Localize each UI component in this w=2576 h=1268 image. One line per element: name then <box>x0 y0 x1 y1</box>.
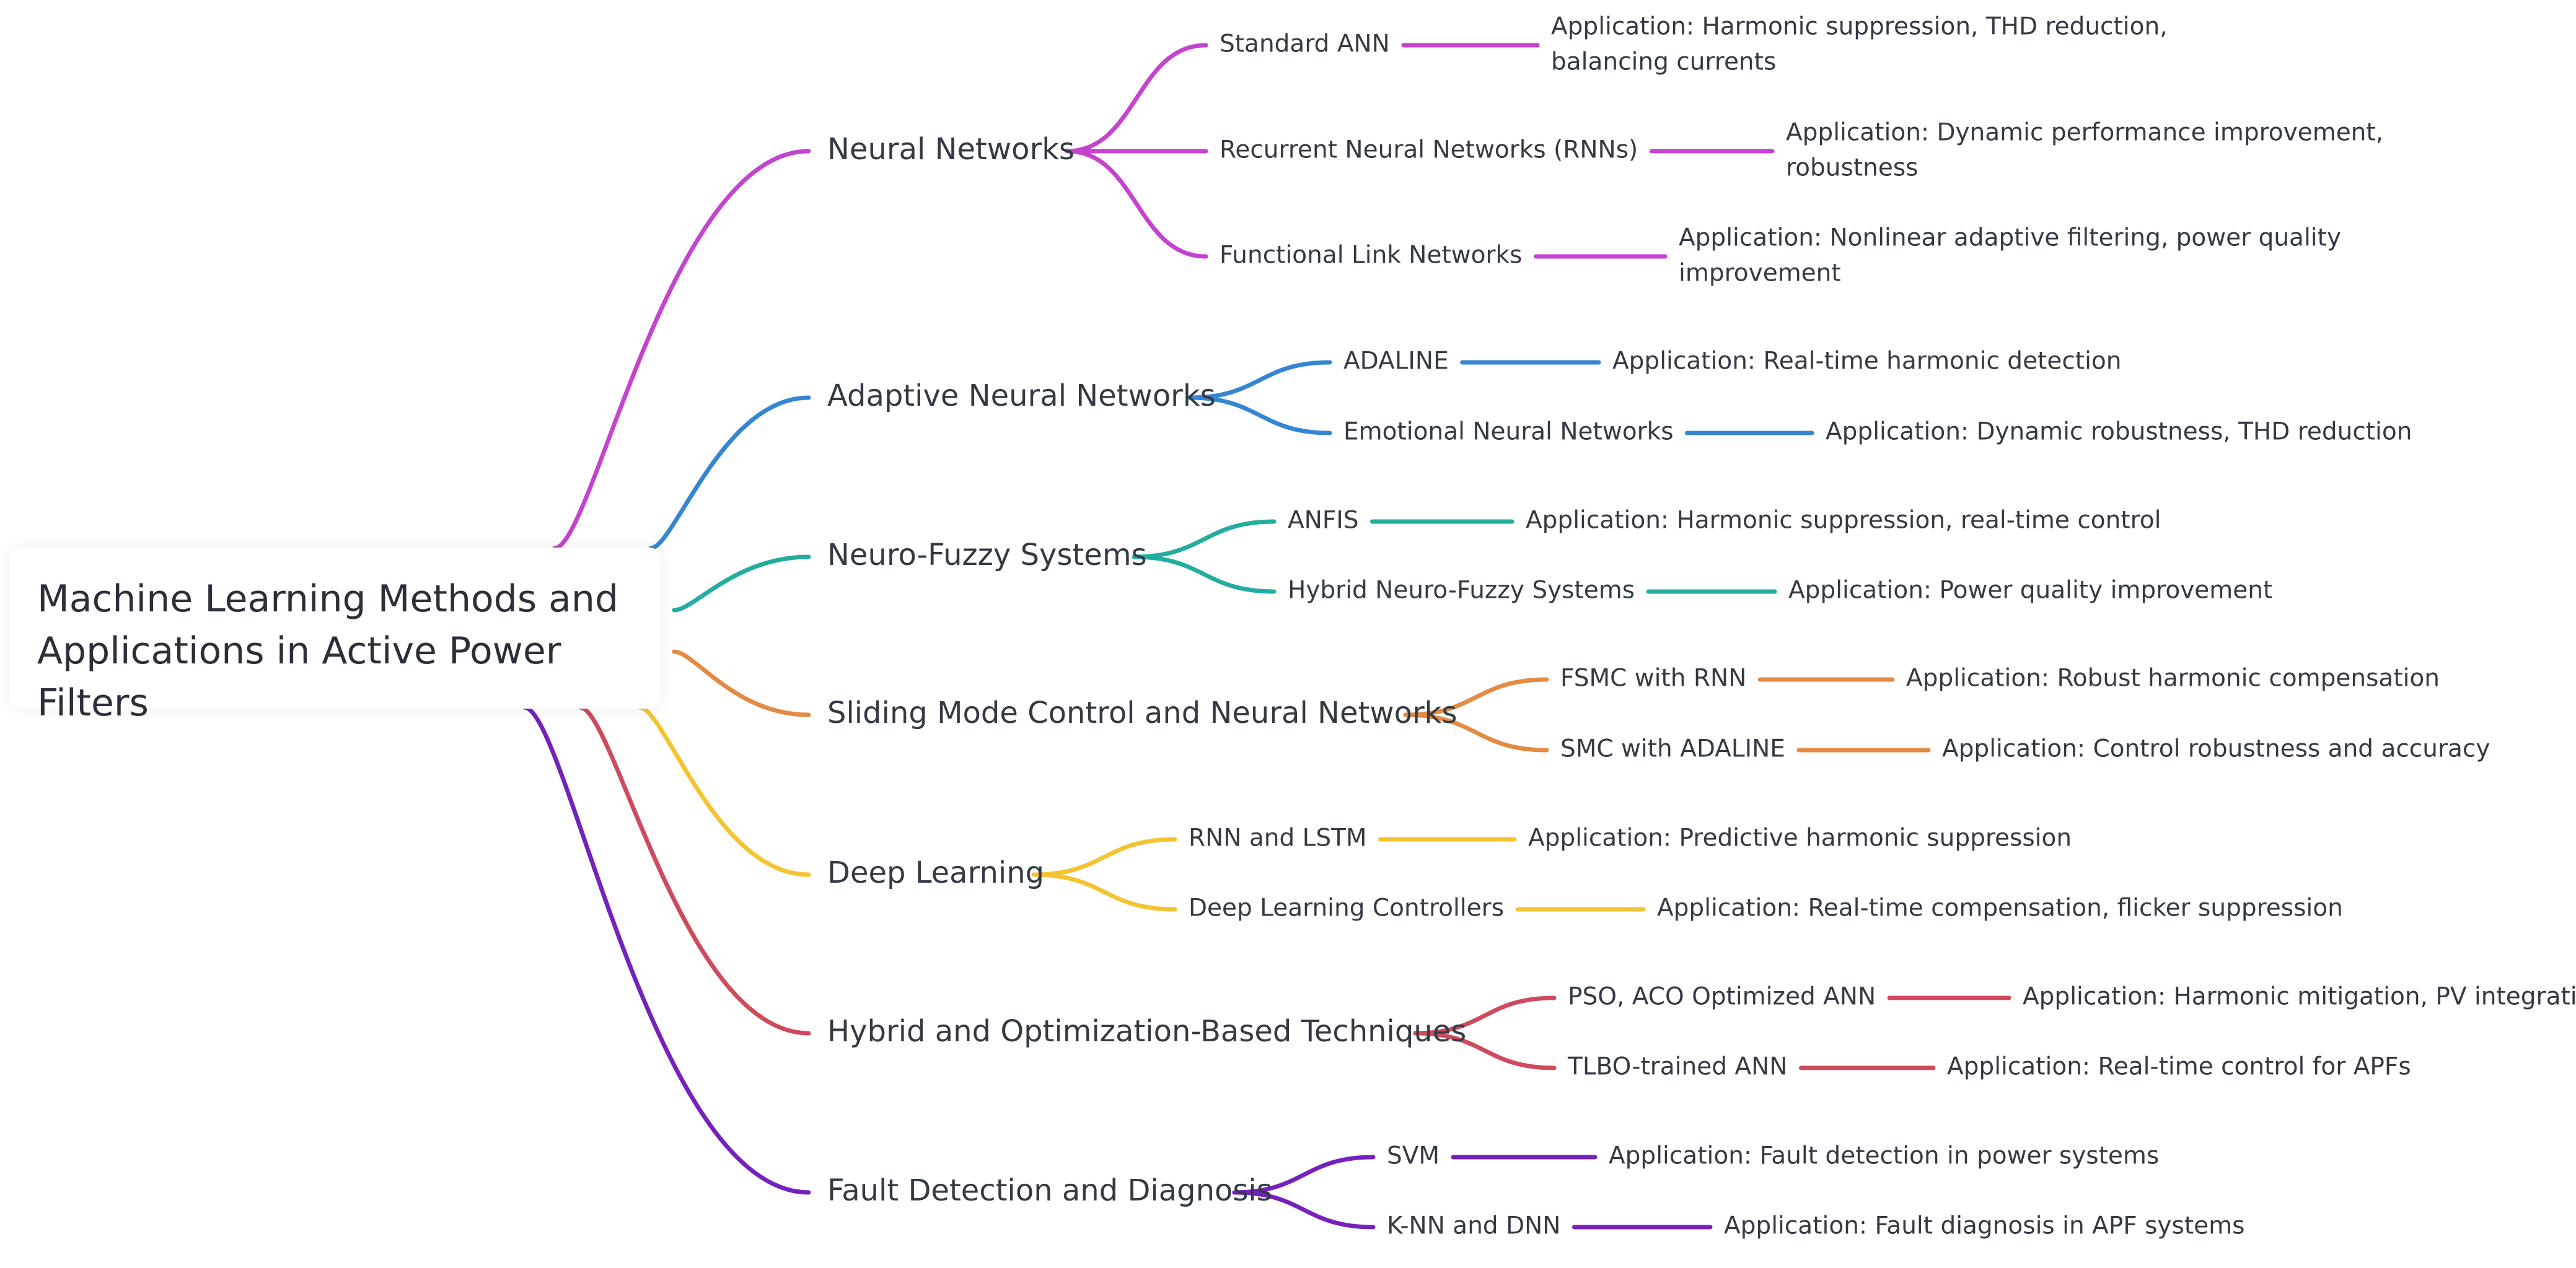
application-text: Application: Predictive harmonic suppres… <box>1528 824 2072 852</box>
application-text: Application: Real-time control for APFs <box>1947 1053 2411 1081</box>
application-text: Application: Robust harmonic compensatio… <box>1906 665 2440 693</box>
application-text: improvement <box>1679 260 1841 287</box>
child-label: Standard ANN <box>1220 30 1390 58</box>
application-text: Application: Harmonic suppression, THD r… <box>1551 13 2168 41</box>
branch-connector <box>578 705 811 1036</box>
child-connector <box>1065 43 1208 154</box>
child-connector <box>1132 519 1277 559</box>
child-label: FSMC with RNN <box>1560 665 1746 693</box>
branch-connector <box>672 554 811 613</box>
child-connector <box>1413 1031 1557 1070</box>
application-text: Application: Real-time compensation, fli… <box>1657 894 2343 922</box>
branch-connector <box>648 395 811 551</box>
branch-label: Adaptive Neural Networks <box>827 378 1216 413</box>
branch-label: Neural Networks <box>827 132 1075 167</box>
child-label: Deep Learning Controllers <box>1189 894 1504 922</box>
child-label: ANFIS <box>1288 507 1359 535</box>
child-connector <box>1031 837 1177 877</box>
root-title-line-1: Machine Learning Methods and <box>37 577 619 621</box>
branch-connector <box>522 705 811 1195</box>
child-connector <box>1232 1155 1376 1195</box>
application-text: Application: Dynamic robustness, THD red… <box>1826 418 2412 446</box>
application-text: Application: Dynamic performance improve… <box>1786 119 2383 147</box>
application-text: Application: Real-time harmonic detectio… <box>1612 348 2122 375</box>
child-label: Recurrent Neural Networks (RNNs) <box>1220 136 1638 164</box>
branch-label: Hybrid and Optimization-Based Techniques <box>827 1014 1466 1049</box>
child-connector <box>1065 149 1208 259</box>
application-text: Application: Nonlinear adaptive filterin… <box>1679 224 2341 252</box>
child-label: RNN and LSTM <box>1189 824 1367 852</box>
child-connector <box>1232 1190 1376 1230</box>
mind-map-connectors <box>522 43 2011 1230</box>
child-label: ADALINE <box>1343 348 1449 375</box>
child-label: PSO, ACO Optimized ANN <box>1568 983 1876 1011</box>
application-text: balancing currents <box>1551 48 1776 76</box>
child-label: Functional Link Networks <box>1220 242 1522 269</box>
child-label: Hybrid Neuro-Fuzzy Systems <box>1288 577 1635 605</box>
branch-label: Deep Learning <box>827 855 1044 890</box>
child-connector <box>1413 995 1557 1036</box>
child-label: SVM <box>1387 1142 1440 1170</box>
root-title: Machine Learning Methods and Application… <box>37 573 657 729</box>
child-label: K-NN and DNN <box>1387 1212 1560 1240</box>
branch-label: Sliding Mode Control and Neural Networks <box>827 696 1457 730</box>
branch-connector <box>552 149 811 551</box>
application-text: Application: Fault detection in power sy… <box>1609 1142 2159 1170</box>
branch-connector <box>637 705 811 877</box>
branch-label: Neuro-Fuzzy Systems <box>827 538 1147 572</box>
application-text: Application: Power quality improvement <box>1788 577 2272 605</box>
mind-map-labels: Neural Networks Standard ANN Application: … <box>827 13 2576 1240</box>
child-connector <box>1187 395 1332 435</box>
application-text: robustness <box>1786 154 1918 182</box>
branch-connector <box>672 649 811 717</box>
branch-label: Fault Detection and Diagnosis <box>827 1173 1272 1208</box>
child-label: SMC with ADALINE <box>1560 735 1785 763</box>
child-connector <box>1403 712 1549 753</box>
application-text: Application: Fault diagnosis in APF syst… <box>1724 1212 2244 1240</box>
child-label: Emotional Neural Networks <box>1343 418 1674 446</box>
child-connector <box>1031 872 1177 912</box>
child-connector <box>1187 360 1332 400</box>
root-title-line-2: Applications in Active Power Filters <box>37 629 561 725</box>
child-connector <box>1403 677 1549 717</box>
application-text: Application: Control robustness and accu… <box>1942 735 2490 763</box>
application-text: Application: Harmonic mitigation, PV int… <box>2023 983 2576 1011</box>
application-text: Application: Harmonic suppression, real-… <box>1526 507 2161 535</box>
root-node <box>10 548 661 709</box>
child-label: TLBO-trained ANN <box>1567 1053 1787 1081</box>
child-connector <box>1132 554 1277 594</box>
